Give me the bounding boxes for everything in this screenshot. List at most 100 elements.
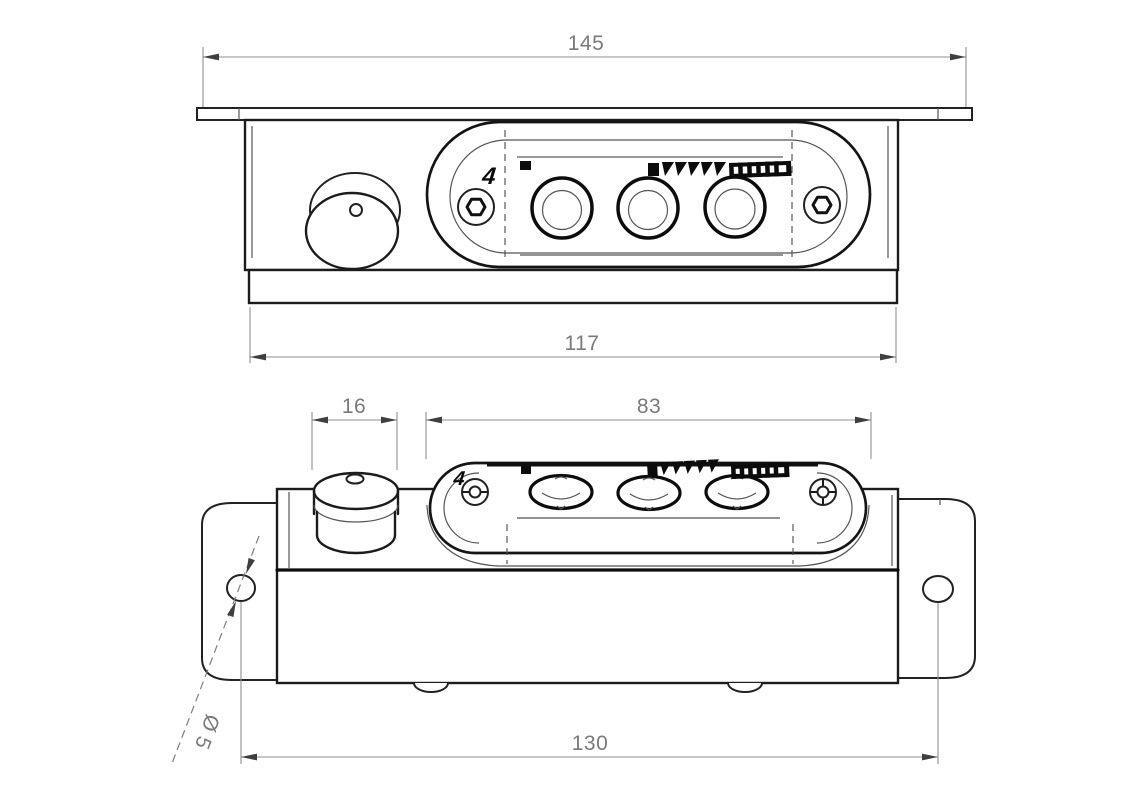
dimension-117: 117 xyxy=(249,307,897,363)
wordmark-stroke xyxy=(729,162,735,178)
button-smile-line xyxy=(629,493,669,501)
button-notch xyxy=(556,505,566,510)
knob-front xyxy=(312,471,400,555)
knob-top xyxy=(304,172,401,271)
wordmark-stroke xyxy=(756,463,762,479)
arrowhead xyxy=(241,753,257,761)
housing-front-strip xyxy=(247,268,899,305)
arrowhead xyxy=(426,416,442,424)
comb-tooth xyxy=(648,163,659,176)
dimension-value: 83 xyxy=(637,395,661,418)
dimension-145: 145 xyxy=(202,32,967,107)
comb-tooth xyxy=(714,162,726,176)
foot-left xyxy=(413,682,449,693)
wordmark-stroke xyxy=(739,464,745,479)
top-view: 4 xyxy=(196,107,973,305)
comb-tooth xyxy=(701,162,713,176)
arrowhead xyxy=(950,53,966,61)
dimension-value: 117 xyxy=(565,332,600,355)
front-view: 4 xyxy=(201,459,976,693)
foot-right xyxy=(727,682,763,693)
dimension-value: 16 xyxy=(342,395,366,418)
comb-tooth xyxy=(662,162,674,176)
button-3-top xyxy=(703,175,767,239)
wordmark-stroke xyxy=(785,160,792,177)
button-cap xyxy=(528,473,594,511)
button-2-top xyxy=(616,176,680,240)
wordmark-stroke xyxy=(737,162,744,178)
brand-comb-icon xyxy=(648,162,726,176)
button-smile-line xyxy=(717,492,757,500)
comb-tooth xyxy=(672,461,684,475)
comb-tooth xyxy=(695,459,707,474)
comb-tooth xyxy=(684,460,695,474)
screw-center xyxy=(468,485,482,499)
wordmark-stroke xyxy=(783,462,790,478)
plate-inner-arc-left xyxy=(443,472,480,544)
button-highlight xyxy=(642,477,656,481)
button-cap xyxy=(704,473,770,511)
brand-numeral: 4 xyxy=(452,468,466,490)
arrowhead xyxy=(203,53,219,61)
screw-center xyxy=(816,485,830,499)
button-1-top xyxy=(530,176,594,240)
wordmark-stroke xyxy=(755,161,762,178)
screw-left-top xyxy=(457,188,495,226)
switch-plate-front: 4 xyxy=(426,459,870,567)
button-smile-line xyxy=(541,492,581,500)
comb-tooth xyxy=(688,162,700,176)
button-inner-ring xyxy=(627,189,669,231)
plate-skirt xyxy=(426,504,870,567)
mounting-hole-right xyxy=(922,575,954,603)
wordmark-stroke xyxy=(764,161,770,177)
button-inner-ring xyxy=(714,188,756,230)
screw-left-front xyxy=(461,478,489,506)
button-1-front xyxy=(528,473,594,511)
brand-marks-top: 4 xyxy=(480,160,792,190)
brand-comb-icon xyxy=(647,459,719,476)
wordmark-stroke xyxy=(773,463,779,478)
button-notch xyxy=(732,505,742,510)
flange-bar xyxy=(196,107,973,121)
mounting-hole-left xyxy=(226,574,256,602)
arrowhead xyxy=(381,416,397,424)
dimension-130: 130 xyxy=(240,602,939,764)
screw-ring xyxy=(457,188,495,226)
leader-line xyxy=(170,535,260,767)
switch-plate-top: 4 xyxy=(425,120,872,269)
knob-dimple xyxy=(349,203,363,217)
wordmark-stroke xyxy=(747,464,753,479)
knob-cap xyxy=(304,191,400,271)
comb-tooth xyxy=(707,459,719,473)
comb-tooth xyxy=(675,162,687,176)
wordmark-stroke xyxy=(773,161,779,177)
dimension-16: 16 xyxy=(311,395,398,470)
brand-wordmark xyxy=(731,462,790,479)
button-notch xyxy=(644,506,654,511)
screw-right-top xyxy=(803,186,841,224)
button-outer-ring xyxy=(703,175,767,239)
wordmark-stroke xyxy=(731,464,736,479)
brand-numeral: 4 xyxy=(480,163,497,190)
hex-socket-icon xyxy=(811,195,833,215)
arrowhead xyxy=(855,416,871,424)
wordmark-stroke xyxy=(746,162,753,178)
brand-wordmark xyxy=(729,160,792,178)
brand-square-icon xyxy=(520,161,531,170)
comb-tooth xyxy=(660,461,672,476)
button-inner-ring xyxy=(541,189,583,231)
dimension-value: Ø 5 xyxy=(190,711,224,752)
plate-inner-arc-right xyxy=(816,472,853,544)
plate-inner-outline xyxy=(449,139,848,254)
button-2-front xyxy=(616,474,682,512)
hex-socket-icon xyxy=(465,197,487,217)
arrowhead xyxy=(227,601,236,618)
dimension-value: 130 xyxy=(572,732,609,755)
brand-square-icon xyxy=(521,466,531,474)
button-3-front xyxy=(704,473,770,511)
arrowhead xyxy=(312,416,328,424)
button-highlight xyxy=(554,476,568,480)
dimension-value: 145 xyxy=(568,32,605,55)
